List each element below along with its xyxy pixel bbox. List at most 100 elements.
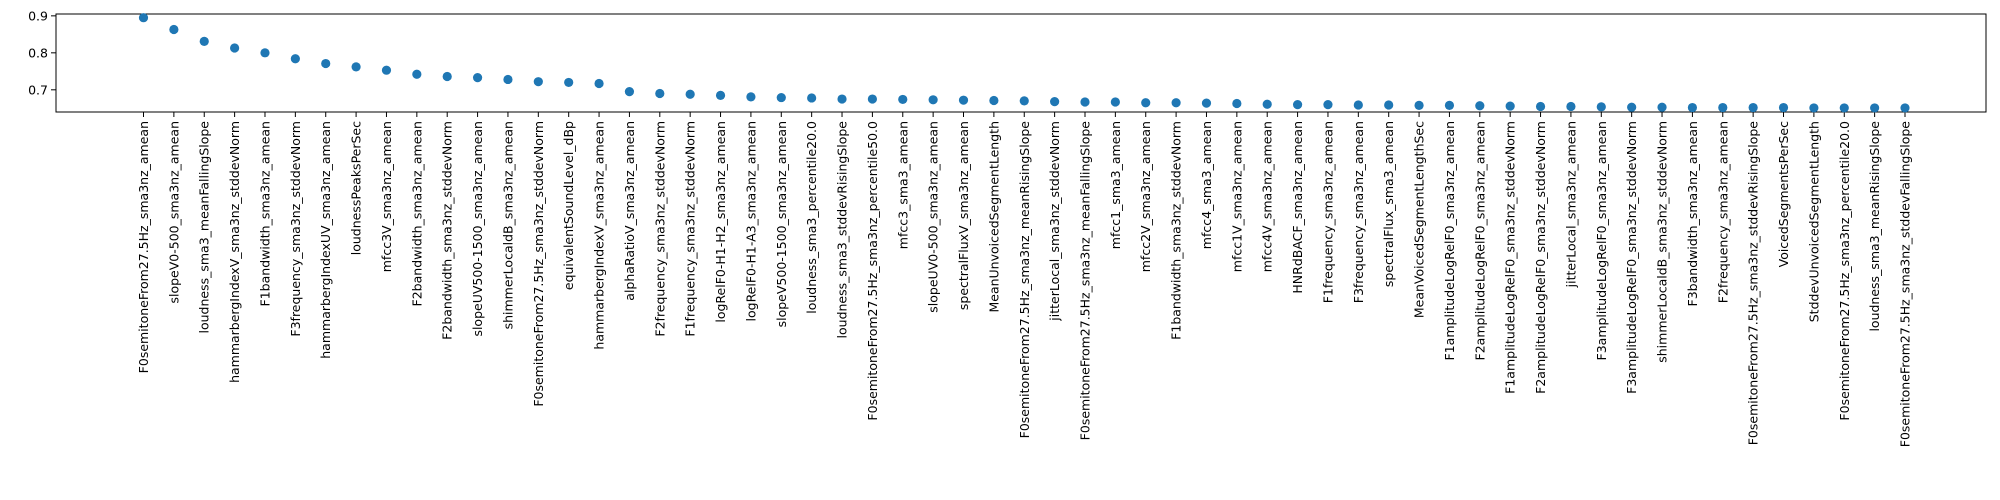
x-tick-label: HNRdBACF_sma3nz_amean (1290, 121, 1305, 294)
x-tick-label: F0semitoneFrom27.5Hz_sma3nz_stddevNorm (531, 121, 546, 407)
x-tick-label: F3bandwidth_sma3nz_amean (1685, 121, 1700, 306)
data-point (1718, 102, 1728, 113)
data-points (138, 13, 1910, 113)
x-tick-label: logRelF0-H1-A3_sma3nz_amean (743, 121, 758, 321)
x-tick-label: mfcc3V_sma3nz_amean (379, 121, 394, 272)
data-point (1748, 102, 1758, 113)
x-tick-label: MeanVoicedSegmentLengthSec (1412, 121, 1427, 318)
data-point (321, 58, 331, 69)
data-point (412, 69, 422, 79)
data-point (533, 77, 543, 87)
data-point (199, 36, 209, 46)
x-tick-label: mfcc2V_sma3nz_amean (1138, 121, 1153, 272)
data-point (594, 78, 604, 89)
plot-frame (55, 13, 1987, 113)
x-tick-label: loudnessPeaksPerSec (349, 121, 364, 255)
x-tick-label: loudness_sma3_meanFallingSlope (197, 121, 212, 334)
data-point (989, 95, 999, 106)
x-tick-label: F0semitoneFrom27.5Hz_sma3nz_stddevFallin… (1898, 121, 1913, 448)
x-tick-label: F0semitoneFrom27.5Hz_sma3nz_percentile50… (865, 121, 880, 421)
data-point (1050, 97, 1060, 107)
x-tick-label: hammarbergIndexV_sma3nz_amean (592, 121, 607, 350)
data-point (1778, 102, 1789, 113)
data-point (1809, 103, 1819, 113)
data-point (1353, 100, 1363, 110)
y-tick-label: 0.9 (28, 8, 48, 23)
x-tick-label: F0semitoneFrom27.5Hz_sma3nz_percentile20… (1837, 121, 1852, 421)
x-tick-label: jitterLocal_sma3nz_stddevNorm (1047, 121, 1062, 322)
data-point (624, 87, 635, 97)
data-point (1839, 103, 1849, 113)
data-point (260, 48, 270, 58)
x-tick-label: loudness_sma3_meanRisingSlope (1867, 121, 1882, 332)
x-tick-label: F1frequency_sma3nz_amean (1320, 121, 1335, 303)
x-tick-label: slopeUV500-1500_sma3nz_amean (470, 121, 485, 337)
x-tick-label: slopeV500-1500_sma3nz_amean (774, 121, 789, 327)
x-tick-label: F0semitoneFrom27.5Hz_sma3nz_amean (136, 121, 151, 373)
x-tick-label: mfcc3_sma3_amean (895, 121, 910, 249)
x-tick-label: hammarbergIndexV_sma3nz_stddevNorm (227, 121, 242, 383)
x-tick-label: F3amplitudeLogRelF0_sma3nz_amean (1594, 121, 1609, 360)
data-point (1292, 100, 1303, 110)
data-point (442, 71, 452, 82)
x-tick-label: spectralFlux_sma3_amean (1381, 121, 1396, 287)
data-point (746, 92, 756, 102)
data-point (1627, 102, 1637, 112)
data-point (1505, 101, 1515, 111)
x-tick-label: F0semitoneFrom27.5Hz_sma3nz_stddevRising… (1746, 121, 1761, 446)
x-tick-label: F2amplitudeLogRelF0_sma3nz_stddevNorm (1533, 121, 1548, 394)
x-tick-label: F1frequency_sma3nz_stddevNorm (683, 121, 698, 337)
x-tick-label: mfcc1_sma3_amean (1108, 121, 1123, 249)
data-point (1323, 100, 1333, 110)
x-tick-label: spectralFluxV_sma3nz_amean (956, 121, 971, 310)
data-point (230, 43, 240, 53)
y-tick-label: 0.8 (28, 45, 48, 60)
y-axis: 0.70.80.9 (28, 8, 56, 97)
data-point (715, 90, 726, 100)
data-point (1596, 102, 1606, 112)
data-point (837, 94, 847, 104)
data-point (1566, 101, 1576, 112)
data-point (1900, 103, 1910, 113)
data-point (1232, 98, 1242, 109)
data-point (1141, 98, 1151, 108)
x-tick-label: F1amplitudeLogRelF0_sma3nz_stddevNorm (1503, 121, 1518, 394)
data-point (898, 94, 908, 105)
data-point (1535, 101, 1546, 112)
x-tick-label: shimmerLocaldB_sma3nz_stddevNorm (1655, 121, 1670, 363)
data-point (1384, 100, 1394, 110)
data-point (807, 93, 817, 103)
data-point (138, 13, 149, 23)
data-point (958, 95, 969, 105)
x-tick-label: logRelF0-H1-H2_sma3nz_amean (713, 121, 728, 323)
x-tick-label: loudness_sma3_stddevRisingSlope (835, 121, 850, 339)
data-point (685, 89, 695, 99)
x-tick-label: shimmerLocaldB_sma3nz_amean (500, 121, 515, 329)
data-point (1019, 96, 1029, 106)
x-tick-label: F3frequency_sma3nz_stddevNorm (288, 121, 303, 337)
x-tick-label: F0semitoneFrom27.5Hz_sma3nz_meanFallingS… (1077, 121, 1092, 441)
x-tick-label: jitterLocal_sma3nz_amean (1563, 121, 1578, 288)
data-point (1171, 98, 1181, 108)
x-tick-label: F3frequency_sma3nz_amean (1351, 121, 1366, 303)
data-point (1444, 100, 1455, 110)
data-point (290, 54, 300, 64)
x-tick-label: F2bandwidth_sma3nz_amean (409, 121, 424, 306)
data-point (1475, 101, 1485, 111)
x-tick-label: VoicedSegmentsPerSec (1776, 121, 1791, 268)
x-tick-label: F2amplitudeLogRelF0_sma3nz_amean (1472, 121, 1487, 360)
data-point (472, 73, 483, 83)
x-tick-label: hammarbergIndexUV_sma3nz_amean (318, 121, 333, 359)
x-tick-label: equivalentSoundLevel_dBp (561, 121, 576, 290)
data-point (655, 88, 665, 99)
data-point (1262, 99, 1272, 109)
data-point (564, 77, 574, 88)
x-tick-label: mfcc4V_sma3nz_amean (1260, 121, 1275, 272)
x-tick-label: slopeV0-500_sma3nz_amean (166, 121, 181, 304)
data-point (169, 24, 179, 35)
x-tick-label: F1amplitudeLogRelF0_sma3nz_amean (1442, 121, 1457, 360)
x-tick-label: alphaRatioV_sma3nz_amean (622, 121, 637, 301)
data-point (351, 62, 361, 72)
data-point (1687, 102, 1698, 113)
